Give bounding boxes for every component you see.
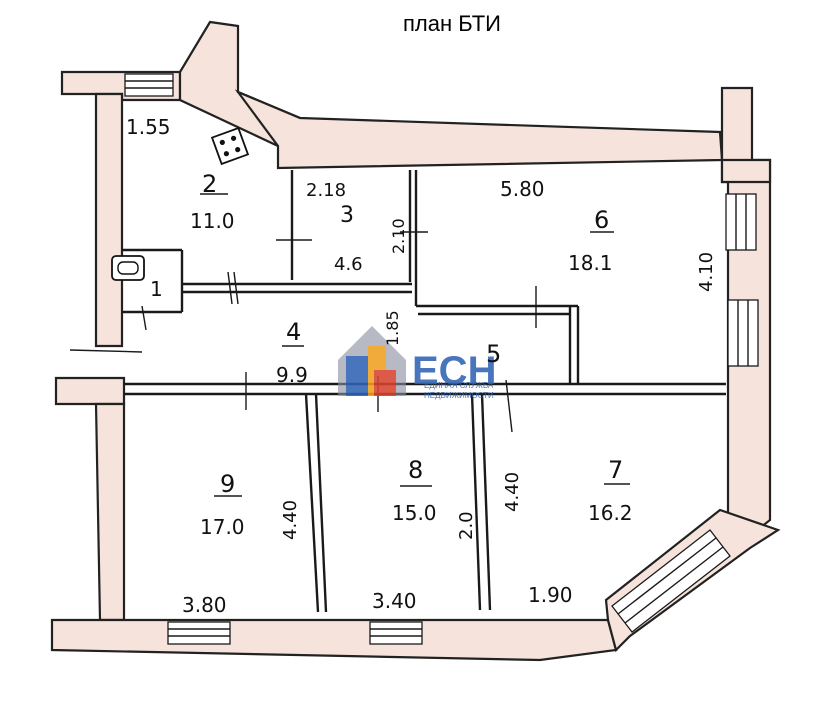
dim-bottom-mid: 3.40	[372, 589, 417, 613]
watermark-brand: ЕСН	[412, 349, 496, 393]
room-9-area: 17.0	[200, 515, 245, 539]
dim-bottom-right: 1.90	[528, 583, 573, 607]
room-labels: 1 2 11.0 3 4.6 4 9.9 5 6 18.1 7 16.2 8 1…	[150, 170, 633, 539]
dim-room7-height: 4.40	[502, 472, 523, 512]
stove-icon	[210, 126, 250, 166]
dimension-labels: 1.55 2.18 2.10 1.85 5.80 4.10 4.40 2.0 4…	[126, 115, 717, 617]
room-9-number: 9	[220, 470, 235, 498]
watermark-line1: ЕДИНАЯ СЛУЖБА	[424, 381, 494, 390]
room-3-area: 4.6	[334, 254, 363, 275]
room-8-number: 8	[408, 456, 423, 484]
dim-room6-width: 5.80	[500, 177, 545, 201]
esn-watermark: ЕСН ЕДИНАЯ СЛУЖБА НЕДВИЖИМОСТИ	[338, 326, 496, 400]
room-8-area: 15.0	[392, 501, 437, 525]
dim-room8-height: 2.0	[456, 511, 477, 540]
room-3-number: 3	[340, 203, 354, 228]
watermark-line2: НЕДВИЖИМОСТИ	[424, 391, 494, 400]
room-4-area: 9.9	[276, 363, 308, 387]
room-5-number: 5	[486, 340, 501, 368]
room-6-area: 18.1	[568, 251, 613, 275]
room-7-number: 7	[608, 456, 623, 484]
fixtures	[111, 126, 250, 281]
dim-room3-width: 2.18	[306, 180, 346, 201]
room-4-number: 4	[286, 318, 301, 346]
room-2-number: 2	[202, 170, 217, 198]
sink-icon	[111, 255, 145, 281]
dim-bottom-left: 3.80	[182, 593, 227, 617]
room-1-number: 1	[150, 277, 163, 301]
dim-room9-height: 4.40	[280, 500, 301, 540]
interior-partitions	[69, 170, 726, 613]
plan-title: план БТИ	[403, 11, 501, 36]
room-6-number: 6	[594, 206, 609, 234]
room-7-area: 16.2	[588, 501, 633, 525]
dim-room6-height: 4.10	[696, 252, 717, 292]
dim-top-left: 1.55	[126, 115, 171, 139]
dim-room4-side: 1.85	[383, 310, 402, 346]
windows	[124, 73, 759, 645]
dim-room3-height: 2.10	[389, 218, 408, 254]
room-2-area: 11.0	[190, 209, 235, 233]
